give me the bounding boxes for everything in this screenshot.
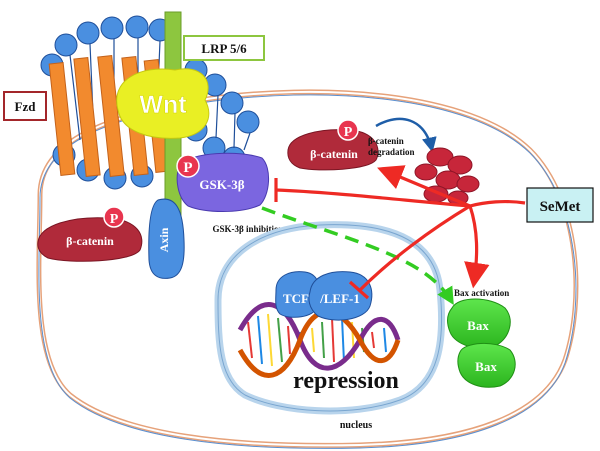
degradation-arrow: [375, 117, 437, 153]
fzd-label-box: Fzd: [3, 91, 47, 121]
beta-catenin-cytoplasmic: β-catenin P: [37, 206, 143, 262]
semet-label: SeMet: [540, 199, 581, 215]
gsk-to-bax-arrow: [261, 206, 454, 306]
semet-pathway-arrows: [274, 165, 526, 300]
repression-label: repression: [293, 368, 399, 394]
beta-catenin-cyto-phospho: P: [110, 212, 119, 227]
bax-proteins: Bax Bax: [447, 298, 516, 388]
bax-activation-label: Bax activation: [454, 288, 509, 298]
cell-membrane: [36, 89, 579, 449]
beta-catenin-cyto-label: β-catenin: [66, 234, 114, 248]
nucleus: nucleus: [214, 221, 446, 431]
axin-protein: Axin: [148, 198, 185, 279]
gsk-phospho-badge: P: [176, 154, 200, 178]
wnt-label: Wnt: [139, 91, 187, 119]
semet-box: SeMet: [526, 187, 594, 223]
nucleus-label: nucleus: [340, 420, 372, 431]
lrp-label-box: LRP 5/6: [183, 35, 265, 61]
gsk-inhibition-label: GSK-3β inhibition: [212, 224, 283, 234]
beta-catenin-phosphorylated: β-catenin P: [287, 119, 379, 171]
bax-label-2: Bax: [475, 359, 497, 374]
tcf-label: TCF: [283, 291, 309, 306]
bax-label-1: Bax: [467, 318, 489, 333]
axin-label: Axin: [157, 227, 171, 252]
beta-catenin-upper-label: β-catenin: [310, 147, 358, 161]
wnt-ligand: Wnt: [116, 68, 210, 139]
gsk3b-label: GSK-3β: [199, 177, 244, 192]
beta-catenin-upper-phospho: P: [344, 125, 353, 140]
lrp-label: LRP 5/6: [201, 41, 247, 56]
gsk-phospho-label: P: [183, 160, 192, 176]
lef1-label: /LEF-1: [319, 291, 360, 306]
gsk3b-protein: GSK-3β: [176, 152, 269, 212]
degradation-label-line1: β-catenin: [368, 136, 404, 146]
tcf-lef1-complex: TCF /LEF-1: [275, 271, 373, 321]
degradation-label-line2: degradation: [368, 147, 415, 157]
fzd-label: Fzd: [15, 99, 37, 114]
